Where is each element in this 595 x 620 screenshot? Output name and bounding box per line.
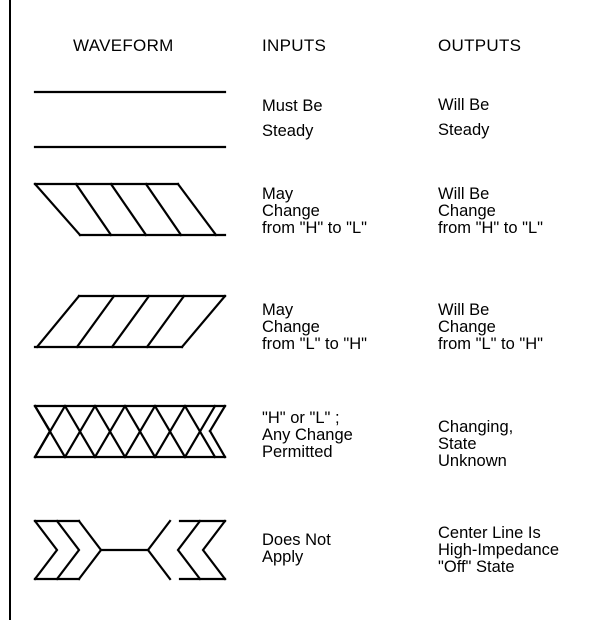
header-waveform: WAVEFORM [73,36,174,55]
left-border-line [9,0,11,620]
row1-output-text: Will Be Steady [438,96,490,139]
row2-input-text: May Change from "H" to "L" [262,185,368,237]
waveform-low-to-high [33,294,227,349]
waveform-high-to-low [33,182,227,237]
row5-output-text: Center Line Is High-Impedance "Off" Stat… [438,524,560,576]
row4-input-text: "H" or "L" ; Any Change Permitted [262,409,353,461]
row3-input-text: May Change from "L" to "H" [262,301,368,353]
waveform-unknown [33,404,227,459]
row4-output-text: Changing, State Unknown [438,418,514,470]
row2-output-text: Will Be Change from "H" to "L" [438,185,544,237]
waveform-high-impedance [33,519,227,581]
header-outputs: OUTPUTS [438,36,522,55]
waveform-steady [33,90,227,149]
row1-input-text: Must Be Steady [262,97,323,140]
row5-input-text: Does Not Apply [262,531,331,566]
header-inputs: INPUTS [262,36,327,55]
row3-output-text: Will Be Change from "L" to "H" [438,301,544,353]
